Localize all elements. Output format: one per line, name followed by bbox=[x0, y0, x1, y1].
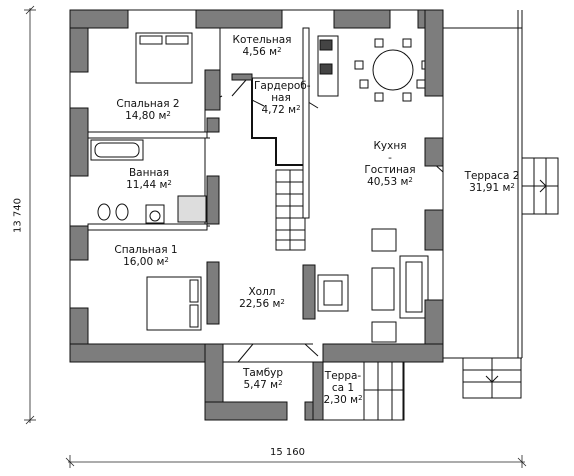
door-swings bbox=[204, 79, 444, 363]
vestibule-area-value: 5,47 bbox=[243, 379, 267, 391]
boiler-area: 4,56 м2 bbox=[226, 46, 298, 58]
area-unit: м bbox=[502, 182, 511, 194]
bathroom-name: Ванная bbox=[128, 167, 170, 179]
room-label-terrace1: Терра- са 1 2,30 м2 bbox=[318, 370, 368, 406]
bathtub bbox=[90, 139, 144, 161]
area-unit: м bbox=[158, 110, 167, 122]
fireplace-icon bbox=[317, 274, 349, 312]
area-unit-sup: 2 bbox=[296, 104, 301, 112]
bathroom-area-value: 11,44 bbox=[126, 179, 157, 191]
bedroom1-area-value: 16,00 bbox=[123, 256, 154, 268]
area-unit: м bbox=[269, 46, 278, 58]
hall-area: 22,56 м2 bbox=[226, 298, 298, 310]
vestibule-area: 5,47 м2 bbox=[230, 379, 296, 391]
wardrobe-area-value: 4,72 bbox=[261, 104, 285, 116]
kitchen-area: 40,53 м2 bbox=[350, 176, 430, 188]
hall-name: Холл bbox=[248, 286, 276, 298]
area-unit: м bbox=[350, 394, 359, 406]
room-label-bedroom1: Спальная 1 16,00 м2 bbox=[104, 244, 188, 268]
wardrobe-name-2: ная bbox=[271, 92, 291, 104]
boiler-area-value: 4,56 bbox=[242, 46, 266, 58]
bedroom2-area-value: 14,80 bbox=[125, 110, 156, 122]
sink-icon bbox=[145, 204, 165, 224]
kitchen-area-value: 40,53 bbox=[367, 176, 398, 188]
room-label-wardrobe: Гардероб- ная 4,72 м2 bbox=[254, 80, 311, 116]
bedroom2-area: 14,80 м2 bbox=[106, 110, 190, 122]
bedroom1-name: Спальная 1 bbox=[114, 244, 178, 256]
kitchen-counter bbox=[317, 35, 339, 97]
dining-table bbox=[354, 38, 431, 102]
terrace2-area-value: 31,91 bbox=[469, 182, 500, 194]
terrace1-area-value: 2,30 bbox=[323, 394, 347, 406]
terrace1-name-1: Терра- bbox=[324, 370, 362, 382]
kitchen-name-1: Кухня bbox=[373, 140, 407, 152]
area-unit-sup: 2 bbox=[358, 394, 363, 402]
room-label-bedroom2: Спальная 2 14,80 м2 bbox=[106, 98, 190, 122]
dimension-width: 15 160 bbox=[270, 447, 305, 458]
bed-bedroom2 bbox=[135, 32, 193, 84]
area-unit-sup: 2 bbox=[167, 179, 172, 187]
bed-bedroom1 bbox=[146, 276, 202, 331]
terrace2-steps bbox=[521, 157, 559, 215]
kitchen-name-2: - bbox=[388, 152, 392, 164]
wardrobe-area: 4,72 м2 bbox=[254, 104, 308, 116]
room-label-kitchen: Кухня - Гостиная 40,53 м2 bbox=[350, 140, 430, 188]
area-unit: м bbox=[159, 179, 168, 191]
area-unit-sup: 2 bbox=[510, 182, 515, 190]
terrace2-name: Терраса 2 bbox=[464, 170, 520, 182]
dimension-lines bbox=[24, 5, 527, 468]
area-unit: м bbox=[288, 104, 297, 116]
vestibule-name: Тамбур bbox=[242, 367, 284, 379]
area-unit-sup: 2 bbox=[280, 298, 285, 306]
terrace1-area: 2,30 м2 bbox=[318, 394, 368, 406]
area-unit-sup: 2 bbox=[164, 256, 169, 264]
bedroom1-area: 16,00 м2 bbox=[104, 256, 188, 268]
area-unit-sup: 2 bbox=[408, 176, 413, 184]
stairs bbox=[275, 169, 306, 251]
area-unit-sup: 2 bbox=[277, 46, 282, 54]
room-label-boiler: Котельная 4,56 м2 bbox=[226, 34, 298, 58]
area-unit: м bbox=[270, 379, 279, 391]
wardrobe-outline bbox=[251, 78, 305, 166]
area-unit: м bbox=[400, 176, 409, 188]
room-label-bathroom: Ванная 11,44 м2 bbox=[112, 167, 186, 191]
wardrobe-name-1: Гардероб- bbox=[254, 80, 311, 92]
room-label-terrace2: Терраса 2 31,91 м2 bbox=[454, 170, 530, 194]
area-unit: м bbox=[156, 256, 165, 268]
area-unit-sup: 2 bbox=[278, 379, 283, 387]
toilet-icon bbox=[97, 203, 129, 221]
walls bbox=[69, 9, 444, 421]
dimension-height: 13 740 bbox=[12, 198, 24, 233]
terrace1-name-2: са 1 bbox=[331, 382, 355, 394]
room-label-vestibule: Тамбур 5,47 м2 bbox=[230, 367, 296, 391]
bedroom2-name: Спальная 2 bbox=[116, 98, 180, 110]
shower-icon bbox=[177, 195, 207, 223]
area-unit-sup: 2 bbox=[166, 110, 171, 118]
terrace2-area: 31,91 м2 bbox=[454, 182, 530, 194]
front-steps bbox=[462, 357, 522, 399]
hall-area-value: 22,56 bbox=[239, 298, 270, 310]
boiler-name: Котельная bbox=[232, 34, 292, 46]
bathroom-area: 11,44 м2 bbox=[112, 179, 186, 191]
room-label-hall: Холл 22,56 м2 bbox=[226, 286, 298, 310]
area-unit: м bbox=[272, 298, 281, 310]
living-furniture bbox=[371, 228, 429, 343]
kitchen-name-3: Гостиная bbox=[364, 164, 416, 176]
